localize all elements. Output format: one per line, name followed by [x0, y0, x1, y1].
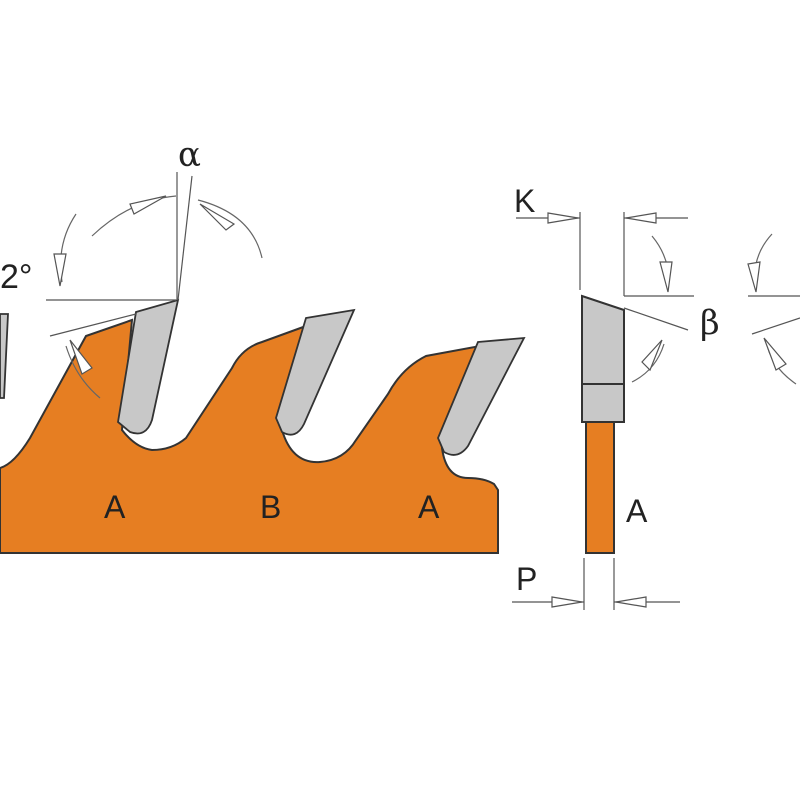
carbide-tip-1: [117, 298, 180, 435]
beta-arrow-top: [659, 261, 673, 293]
alpha-arc-left: [91, 195, 177, 237]
kerf-arrow-left: [547, 212, 579, 224]
alpha-arc-right: [197, 199, 263, 259]
side-tooth-label: A: [626, 493, 648, 529]
plate-arrow-left: [551, 596, 583, 608]
clearance-line: [49, 313, 137, 337]
tooth-label-1: A: [104, 489, 126, 525]
tooth-label-2: B: [260, 489, 281, 525]
clearance-arrow: [69, 339, 93, 375]
beta-mirror-line-bottom: [751, 317, 800, 335]
plate-arrow-right: [615, 596, 647, 608]
alpha-arrow-left: [129, 195, 167, 215]
angle-arrow-down: [53, 253, 67, 287]
clearance-arc: [65, 345, 101, 399]
carbide-tip-2: [275, 308, 356, 436]
beta-label: β: [700, 303, 720, 343]
beta-angle-line: [623, 307, 689, 331]
carbide-tip-3: [437, 336, 526, 456]
alpha-label: α: [178, 135, 201, 175]
kerf-arrow-right: [625, 212, 657, 224]
beta-mirror-arrow-bottom: [763, 337, 787, 371]
alpha-face-line: [177, 175, 193, 301]
side-carbide-tip: [581, 294, 625, 423]
alpha-arrow-right: [199, 203, 236, 231]
beta-arrow-bottom: [641, 339, 663, 372]
kerf-label: K: [514, 183, 535, 219]
beta-mirror-arrow-top: [747, 261, 761, 293]
carbide-tip-partial: [0, 313, 9, 399]
side-plate: [585, 421, 615, 554]
angle-partial-label: 2°: [0, 258, 33, 296]
plate-label: P: [516, 561, 537, 597]
tooth-label-3: A: [418, 489, 440, 525]
